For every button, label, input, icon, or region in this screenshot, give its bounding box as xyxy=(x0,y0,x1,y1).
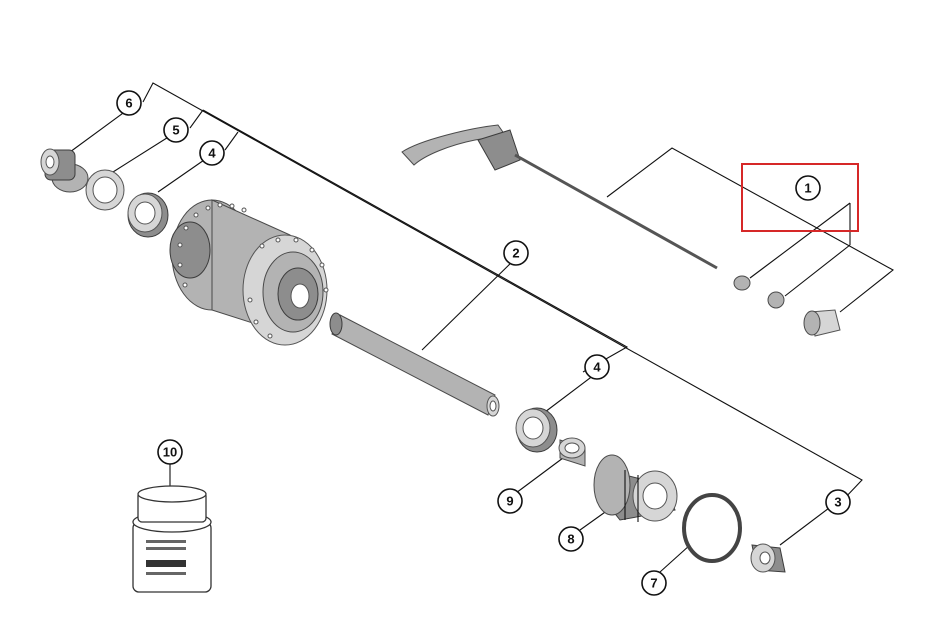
callout-7[interactable]: 7 xyxy=(641,570,667,596)
svg-text:5: 5 xyxy=(172,123,179,138)
part-quick-release-skewer xyxy=(401,124,841,337)
svg-text:4: 4 xyxy=(208,146,216,161)
callout-2[interactable]: 2 xyxy=(503,240,529,266)
svg-text:4: 4 xyxy=(593,360,601,375)
svg-text:9: 9 xyxy=(506,494,513,509)
callout-1[interactable]: 1 xyxy=(795,175,821,201)
callout-3[interactable]: 3 xyxy=(825,489,851,515)
svg-text:10: 10 xyxy=(163,445,177,460)
callout-8[interactable]: 8 xyxy=(558,526,584,552)
callout-4-bottom[interactable]: 4 xyxy=(584,354,610,380)
part-axle xyxy=(329,312,500,417)
callout-5[interactable]: 5 xyxy=(163,117,189,143)
part-grease-pot xyxy=(132,485,212,593)
part-bearing-right xyxy=(515,407,558,453)
part-bearing-left xyxy=(127,192,169,238)
callout-9[interactable]: 9 xyxy=(497,488,523,514)
part-hub-body xyxy=(169,199,329,346)
svg-text:3: 3 xyxy=(834,495,841,510)
svg-text:2: 2 xyxy=(512,246,519,261)
leader-lines xyxy=(69,82,894,573)
callout-10[interactable]: 10 xyxy=(157,439,183,465)
part-thin-ring-left xyxy=(85,169,125,211)
callout-4-top[interactable]: 4 xyxy=(199,140,225,166)
part-o-ring xyxy=(682,493,742,563)
svg-text:7: 7 xyxy=(650,576,657,591)
svg-text:8: 8 xyxy=(567,532,574,547)
part-end-cap-left xyxy=(40,148,89,193)
part-end-cap-right xyxy=(750,543,786,573)
svg-text:6: 6 xyxy=(125,96,132,111)
callout-6[interactable]: 6 xyxy=(116,90,142,116)
part-freehub-body xyxy=(593,454,678,522)
callout-1-highlight-box xyxy=(741,163,859,232)
svg-text:1: 1 xyxy=(804,181,811,196)
part-spacer xyxy=(558,437,586,467)
